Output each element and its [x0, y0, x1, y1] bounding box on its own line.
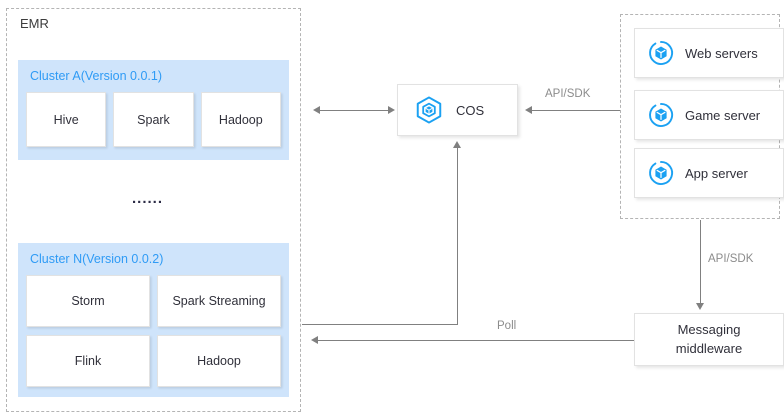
cluster-ellipsis: ...... — [131, 190, 163, 207]
edge-servers-middleware-arrowhead — [695, 303, 704, 310]
web-servers-label: Web servers — [685, 45, 758, 61]
edge-emr-cos-line — [320, 110, 388, 111]
game-server-label: Game server — [685, 107, 761, 123]
edge-servers-middleware-line — [700, 220, 701, 303]
edge-emr-cos-arrow-left — [313, 105, 320, 114]
hexagon-cube-icon — [414, 95, 444, 125]
edge-emr-cos-arrow-right — [388, 105, 395, 114]
edge-label-poll: Poll — [497, 320, 517, 332]
edge-middleware-emr-arrowhead — [311, 335, 318, 344]
emr-group-title: EMR — [20, 16, 49, 31]
edge-servers-cos-arrowhead — [525, 105, 532, 114]
messaging-middleware-node[interactable]: Messaging middleware — [634, 313, 784, 366]
cos-node[interactable]: COS — [397, 84, 518, 136]
edge-emr-cos-up-arrowhead — [453, 141, 461, 148]
cluster-a-band: Cluster A(Version 0.0.1) Hive Spark Hado… — [18, 60, 289, 160]
component-tile-hadoop-n[interactable]: Hadoop — [157, 335, 281, 387]
server-circle-icon — [647, 101, 675, 129]
edge-servers-cos-line — [532, 110, 620, 111]
edge-label-api-sdk-servers-cos: API/SDK — [545, 88, 591, 100]
component-tile-storm[interactable]: Storm — [26, 275, 150, 327]
emr-group-container — [6, 8, 301, 412]
web-servers-node[interactable]: Web servers — [634, 28, 784, 78]
server-circle-icon — [647, 159, 675, 187]
server-circle-icon — [647, 39, 675, 67]
edge-label-api-sdk-servers-middleware: API/SDK — [708, 253, 754, 265]
edge-emr-cos-up-vertical — [457, 148, 458, 324]
component-tile-hadoop[interactable]: Hadoop — [200, 92, 281, 147]
cluster-n-label: Cluster N(Version 0.0.2) — [30, 252, 164, 266]
cluster-a-label: Cluster A(Version 0.0.1) — [30, 69, 163, 83]
game-server-node[interactable]: Game server — [634, 90, 784, 140]
cluster-n-components: Storm Spark Streaming Flink Hadoop — [26, 275, 281, 387]
cos-label: COS — [456, 102, 485, 118]
edge-emr-cos-up-horizontal — [302, 324, 458, 325]
middleware-label-line2: middleware — [675, 340, 743, 356]
app-server-node[interactable]: App server — [634, 148, 784, 198]
cluster-a-components: Hive Spark Hadoop — [26, 92, 281, 147]
component-tile-flink[interactable]: Flink — [26, 335, 150, 387]
component-tile-hive[interactable]: Hive — [26, 92, 107, 147]
component-tile-spark[interactable]: Spark — [113, 92, 194, 147]
middleware-label-line1: Messaging — [677, 321, 741, 337]
app-server-label: App server — [685, 165, 748, 181]
cluster-n-band: Cluster N(Version 0.0.2) Storm Spark Str… — [18, 243, 289, 397]
edge-middleware-emr-line — [318, 340, 634, 341]
component-tile-spark-streaming[interactable]: Spark Streaming — [157, 275, 281, 327]
